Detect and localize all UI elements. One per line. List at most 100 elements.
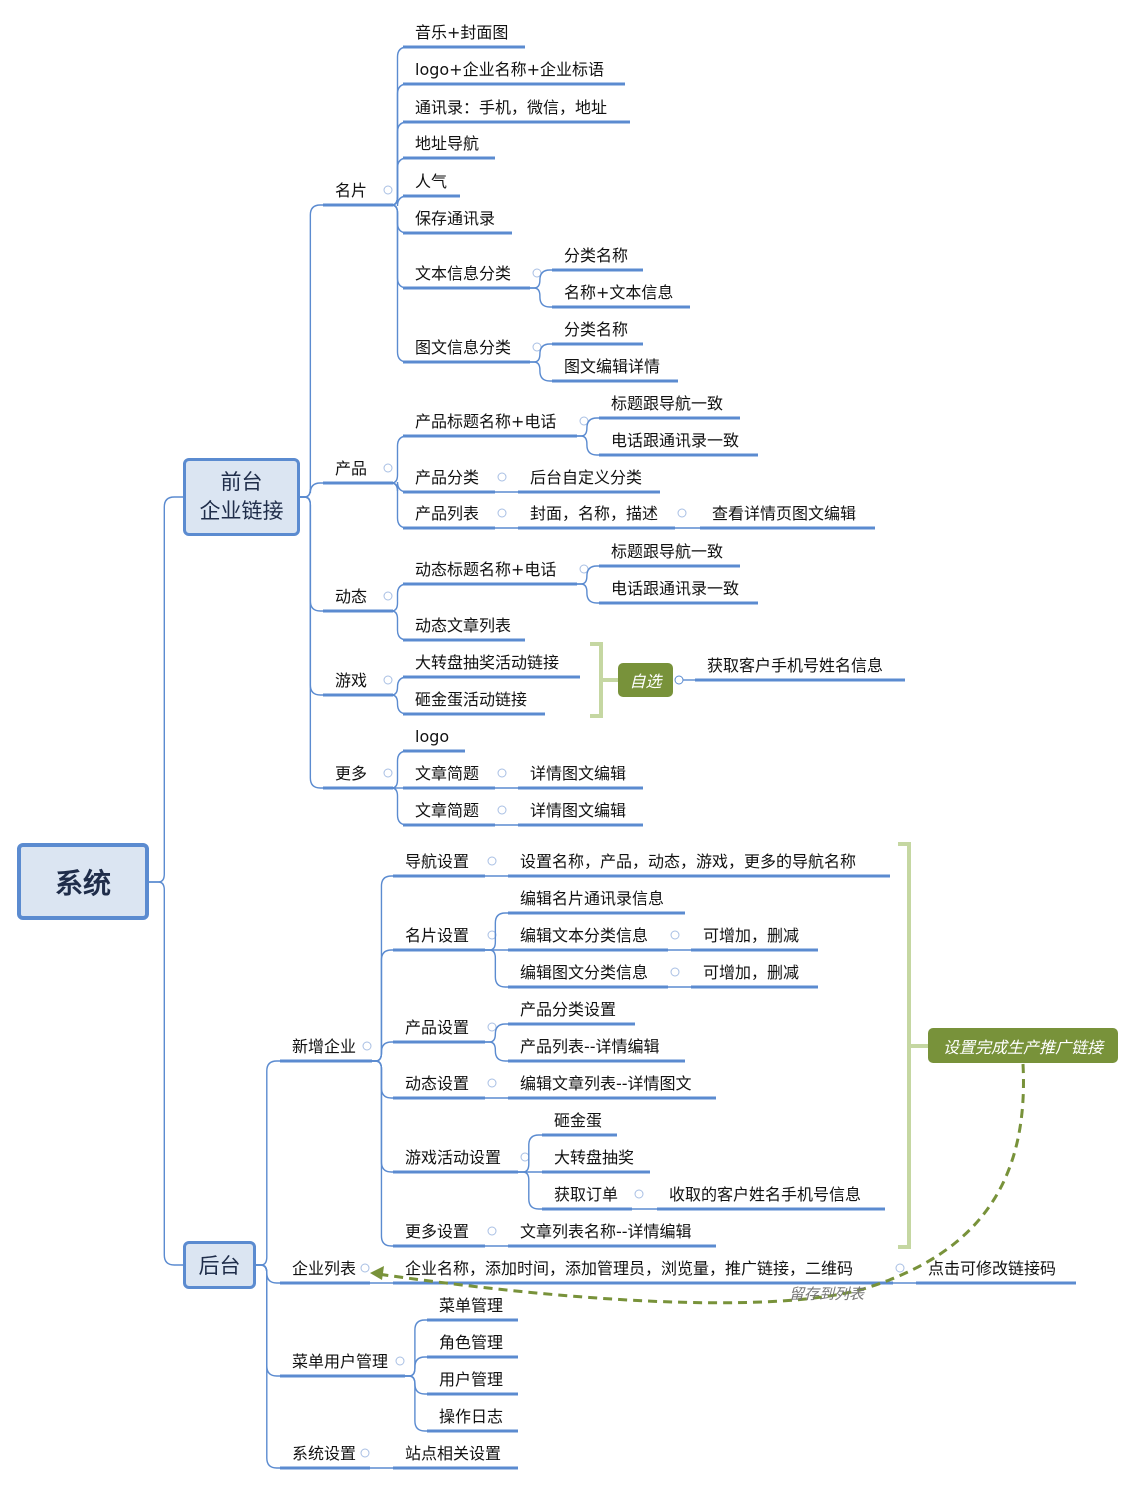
topic-node[interactable]: 地址导航 xyxy=(415,134,480,153)
topic-node[interactable]: 点击可修改链接码 xyxy=(928,1259,1057,1278)
branch-connector xyxy=(372,875,393,1062)
topic-node[interactable]: 编辑文章列表--详情图文 xyxy=(520,1074,692,1093)
topic-node[interactable]: 系统设置 xyxy=(292,1444,357,1463)
root-connector xyxy=(149,881,183,1266)
topic-node[interactable]: 文章列表名称--详情编辑 xyxy=(520,1222,692,1241)
topic-node[interactable]: 导航设置 xyxy=(405,852,470,871)
topic-node[interactable]: 封面，名称，描述 xyxy=(530,504,659,523)
branch-connector xyxy=(391,204,408,363)
topic-node[interactable]: 标题跟导航一致 xyxy=(611,542,724,561)
branch-connector xyxy=(577,583,599,604)
topic-node[interactable]: 用户管理 xyxy=(439,1370,504,1389)
topic-node[interactable]: 文章简题 xyxy=(415,801,480,820)
topic-node[interactable]: 文章简题 xyxy=(415,764,480,783)
topic-node[interactable]: 通讯录：手机，微信，地址 xyxy=(415,98,608,117)
topic-node[interactable]: 详情图文编辑 xyxy=(530,764,627,783)
topic-node[interactable]: logo xyxy=(415,727,450,746)
branch-connector xyxy=(485,912,508,951)
topic-node[interactable]: 获取客户手机号姓名信息 xyxy=(707,656,884,675)
topic-node[interactable]: 名片设置 xyxy=(405,926,470,945)
topic-node[interactable]: 人气 xyxy=(415,172,448,191)
topic-node[interactable]: 电话跟通讯录一致 xyxy=(611,579,740,598)
topic-node[interactable]: 游戏活动设置 xyxy=(405,1148,502,1167)
topic-node[interactable]: 图文编辑详情 xyxy=(564,357,661,376)
promo-link-summary[interactable]: 设置完成生产推广链接 xyxy=(928,1028,1118,1063)
topic-node[interactable]: 编辑名片通讯录信息 xyxy=(520,889,665,908)
topic-node[interactable]: 查看详情页图文编辑 xyxy=(712,504,857,523)
back-topic[interactable]: 后台 xyxy=(183,1241,256,1289)
topic-node[interactable]: 产品标题名称+电话 xyxy=(415,412,557,431)
branch-connector xyxy=(391,610,408,641)
branch-connector xyxy=(518,1134,542,1173)
topic-node[interactable]: 分类名称 xyxy=(564,246,629,265)
topic-node[interactable]: 产品列表 xyxy=(415,504,480,523)
topic-node[interactable]: 动态标题名称+电话 xyxy=(415,560,557,579)
topic-node[interactable]: 菜单管理 xyxy=(439,1296,504,1315)
topic-node[interactable]: 大转盘抽奖 xyxy=(554,1148,635,1167)
collapse-icon xyxy=(383,463,393,473)
topic-node[interactable]: 后台自定义分类 xyxy=(530,468,643,487)
topic-node[interactable]: 可增加，删减 xyxy=(703,963,800,982)
branch-connector xyxy=(405,1356,427,1377)
front-topic[interactable]: 前台 企业链接 xyxy=(183,458,300,536)
branch-connector xyxy=(372,1060,393,1247)
topic-node[interactable]: 详情图文编辑 xyxy=(530,801,627,820)
topic-node[interactable]: 企业列表 xyxy=(292,1259,357,1278)
branch-connector xyxy=(391,694,408,715)
topic-node[interactable]: 产品分类设置 xyxy=(520,1000,617,1019)
topic-node[interactable]: 菜单用户管理 xyxy=(292,1352,389,1371)
topic-node[interactable]: 电话跟通讯录一致 xyxy=(611,431,740,450)
branch-connector xyxy=(391,787,408,826)
collapse-icon xyxy=(487,1022,497,1032)
topic-node[interactable]: 设置名称，产品，动态，游戏，更多的导航名称 xyxy=(520,852,857,871)
topic-node[interactable]: 更多 xyxy=(335,764,368,783)
topic-node[interactable]: logo+企业名称+企业标语 xyxy=(415,60,604,79)
collapse-icon xyxy=(579,416,589,426)
topic-node[interactable]: 标题跟导航一致 xyxy=(611,394,724,413)
collapse-icon xyxy=(674,675,684,685)
topic-node[interactable]: 砸金蛋活动链接 xyxy=(415,690,528,709)
topic-node[interactable]: 获取订单 xyxy=(554,1185,619,1204)
topic-node[interactable]: 产品列表--详情编辑 xyxy=(520,1037,660,1056)
topic-node[interactable]: 文本信息分类 xyxy=(415,264,512,283)
branch-connector xyxy=(391,195,408,207)
optional-summary[interactable]: 自选 xyxy=(618,663,673,697)
topic-node[interactable]: 大转盘抽奖活动链接 xyxy=(415,653,560,672)
topic-node[interactable]: 保存通讯录 xyxy=(415,209,496,228)
topic-node[interactable]: 站点相关设置 xyxy=(405,1444,502,1463)
topic-node[interactable]: 产品分类 xyxy=(415,468,480,487)
topic-node[interactable]: 动态 xyxy=(335,587,368,606)
topic-node[interactable]: 名称+文本信息 xyxy=(564,283,674,302)
topic-node[interactable]: 动态文章列表 xyxy=(415,616,512,635)
topic-node[interactable]: 可增加，删减 xyxy=(703,926,800,945)
topic-node[interactable]: 分类名称 xyxy=(564,320,629,339)
branch-connector xyxy=(485,1041,508,1062)
collapse-icon xyxy=(497,508,507,518)
branch-connector xyxy=(300,496,323,789)
collapse-icon xyxy=(579,564,589,574)
topic-node[interactable]: 动态设置 xyxy=(405,1074,470,1093)
topic-node[interactable]: 砸金蛋 xyxy=(554,1111,603,1130)
collapse-icon xyxy=(383,185,393,195)
branch-connector xyxy=(300,482,323,498)
collapse-icon xyxy=(532,342,542,352)
topic-node[interactable]: 操作日志 xyxy=(439,1407,504,1426)
topic-node[interactable]: 收取的客户姓名手机号信息 xyxy=(669,1185,862,1204)
collapse-icon xyxy=(383,768,393,778)
topic-node[interactable]: 企业名称，添加时间，添加管理员，浏览量，推广链接，二维码 xyxy=(405,1259,854,1278)
relationship-line xyxy=(377,1063,1025,1305)
topic-node[interactable]: 编辑文本分类信息 xyxy=(520,926,649,945)
topic-node[interactable]: 游戏 xyxy=(335,671,368,690)
topic-node[interactable]: 产品 xyxy=(335,459,368,478)
branch-connector xyxy=(256,1264,280,1377)
topic-node[interactable]: 编辑图文分类信息 xyxy=(520,963,649,982)
topic-node[interactable]: 更多设置 xyxy=(405,1222,470,1241)
root-topic[interactable]: 系统 xyxy=(17,843,149,920)
topic-node[interactable]: 音乐+封面图 xyxy=(415,23,509,42)
topic-node[interactable]: 产品设置 xyxy=(405,1018,470,1037)
branch-connector xyxy=(405,1319,427,1377)
topic-node[interactable]: 图文信息分类 xyxy=(415,338,512,357)
topic-node[interactable]: 角色管理 xyxy=(439,1333,504,1352)
topic-node[interactable]: 新增企业 xyxy=(292,1037,357,1056)
topic-node[interactable]: 名片 xyxy=(335,181,368,200)
